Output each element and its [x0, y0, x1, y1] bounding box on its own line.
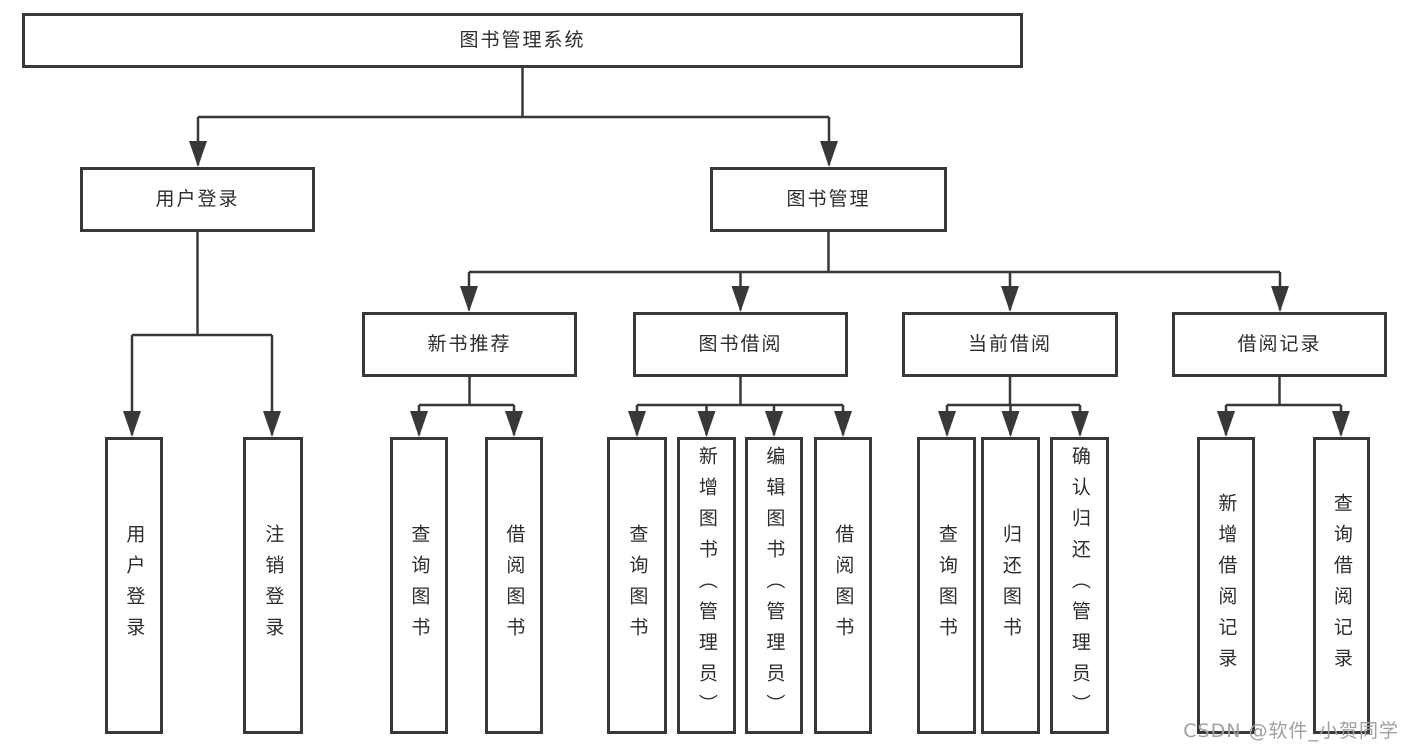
node-user-login-leaf-label: 用户登录 [123, 523, 146, 648]
node-book-borrow: 图书借阅 [633, 312, 848, 377]
node-edit-book-admin: 编辑图书（管理员） [745, 437, 803, 734]
csdn-watermark: CSDN @软件_小贺同学 [1183, 720, 1399, 742]
node-add-borrow-record: 新增借阅记录 [1197, 437, 1255, 734]
node-user-login: 用户登录 [80, 167, 315, 232]
node-add-book-admin: 新增图书（管理员） [677, 437, 736, 734]
node-book-borrow-label: 图书借阅 [698, 333, 783, 356]
node-current-borrow: 当前借阅 [902, 312, 1118, 377]
node-new-book-recommend-label: 新书推荐 [427, 333, 512, 356]
node-query-books-borrow-label: 查询图书 [626, 523, 649, 648]
node-query-books-current: 查询图书 [917, 437, 976, 734]
node-query-books-recommend-label: 查询图书 [408, 523, 431, 648]
connector-lines [130, 68, 1343, 435]
node-return-books-label: 归还图书 [999, 523, 1022, 648]
node-query-books-recommend: 查询图书 [390, 437, 448, 734]
node-query-borrow-record: 查询借阅记录 [1313, 437, 1370, 734]
node-query-books-current-label: 查询图书 [935, 523, 958, 648]
node-logout: 注销登录 [243, 437, 303, 734]
node-borrow-books-recommend-label: 借阅图书 [503, 523, 526, 648]
node-borrow-record-label: 借阅记录 [1237, 333, 1322, 356]
node-user-login-leaf: 用户登录 [105, 437, 163, 734]
node-borrow-books-recommend: 借阅图书 [485, 437, 543, 734]
node-system-root: 图书管理系统 [22, 13, 1023, 68]
node-add-book-admin-label: 新增图书（管理员） [695, 446, 718, 725]
node-edit-book-admin-label: 编辑图书（管理员） [763, 446, 786, 725]
node-confirm-return-admin-label: 确认归还（管理员） [1068, 446, 1091, 725]
node-confirm-return-admin: 确认归还（管理员） [1050, 437, 1109, 734]
node-book-management: 图书管理 [710, 167, 947, 232]
node-logout-label: 注销登录 [262, 523, 285, 648]
node-query-books-borrow: 查询图书 [607, 437, 667, 734]
node-query-borrow-record-label: 查询借阅记录 [1330, 492, 1353, 679]
node-user-login-label: 用户登录 [155, 188, 240, 211]
node-current-borrow-label: 当前借阅 [967, 333, 1052, 356]
node-borrow-books-borrow-label: 借阅图书 [832, 523, 855, 648]
node-system-root-label: 图书管理系统 [459, 29, 586, 52]
node-book-management-label: 图书管理 [786, 188, 871, 211]
node-add-borrow-record-label: 新增借阅记录 [1215, 492, 1238, 679]
node-new-book-recommend: 新书推荐 [362, 312, 577, 377]
node-return-books: 归还图书 [981, 437, 1040, 734]
node-borrow-record: 借阅记录 [1172, 312, 1387, 377]
node-borrow-books-borrow: 借阅图书 [814, 437, 872, 734]
